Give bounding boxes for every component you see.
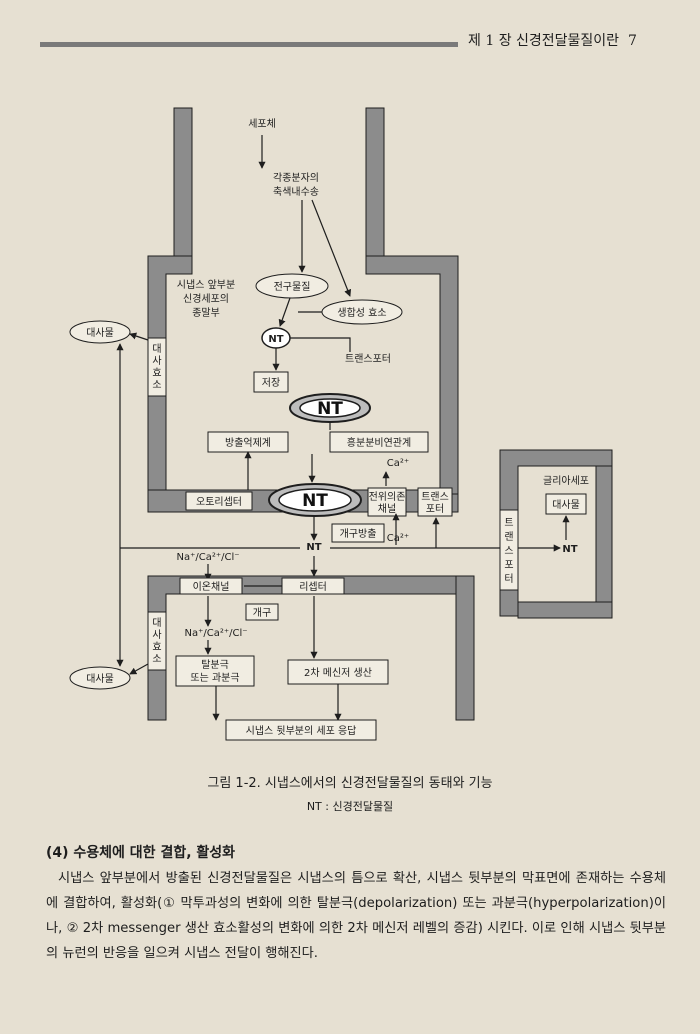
release-inhibition-label: 방출억제계 <box>225 437 271 449</box>
cell-body-label: 세포체 <box>248 118 276 130</box>
transporter-short-label-2: 포터 <box>426 503 444 515</box>
glia-transporter-3: 스 <box>504 545 513 557</box>
nt-cleft-label: NT <box>306 542 321 553</box>
glia-cell-membrane <box>499 449 613 619</box>
nt-synthesized-label: NT <box>268 334 283 345</box>
figure-legend: NT : 신경전달물질 <box>306 800 394 813</box>
metabolic-enzyme-bottom-2: 사 <box>152 629 161 641</box>
ca-label-bottom: Ca²⁺ <box>387 533 409 544</box>
glia-metabolite-label: 대사물 <box>552 499 580 511</box>
polarization-label-2: 또는 과분극 <box>190 672 239 684</box>
metabolic-enzyme-top-2: 사 <box>152 355 161 367</box>
metabolite-label-bottom: 대사물 <box>86 673 114 685</box>
figure-caption: 그림 1-2. 시냅스에서의 신경전달물질의 동태와 기능 <box>207 776 493 791</box>
voltage-channel-label-1: 전위의존 <box>369 490 406 503</box>
metabolic-enzyme-bottom-1: 대 <box>152 617 161 629</box>
chapter-title: 제 1 장 신경전달물질이란 <box>468 33 620 49</box>
metabolic-enzyme-top-3: 효 <box>152 367 161 379</box>
transporter-label: 트랜스포터 <box>345 353 391 365</box>
autoreceptor-label: 오토리셉터 <box>196 496 242 508</box>
presynaptic-terminal-label-3: 종말부 <box>192 307 220 319</box>
glia-transporter-1: 트 <box>504 518 513 529</box>
metabolic-enzyme-bottom-4: 소 <box>152 653 161 665</box>
transporter-short-label-1: 트랜스 <box>421 491 449 503</box>
opening-label: 개구 <box>253 607 271 619</box>
glia-label: 글리아세포 <box>543 475 589 487</box>
postsynaptic-membrane <box>147 575 475 721</box>
metabolic-enzyme-bottom-3: 효 <box>152 641 161 653</box>
metabolic-enzyme-top-1: 대 <box>152 343 161 355</box>
second-messenger-label: 2차 메신저 생산 <box>304 667 372 679</box>
nt-release-label: NT <box>302 491 328 511</box>
running-header: 제 1 장 신경전달물질이란 7 <box>468 30 637 50</box>
glia-transporter-2: 랜 <box>504 531 513 543</box>
presynaptic-membrane <box>147 107 459 513</box>
glia-nt-label: NT <box>562 544 577 555</box>
voltage-channel-label-2: 채널 <box>378 503 396 515</box>
page-number: 7 <box>627 33 637 49</box>
ion-channel-label: 이온채널 <box>193 581 230 593</box>
storage-label: 저장 <box>262 377 280 389</box>
postsynaptic-response-label: 시냅스 뒷부분의 세포 응답 <box>246 724 357 737</box>
presynaptic-terminal-label-2: 신경세포의 <box>183 292 229 305</box>
nt-vesicle-label: NT <box>317 399 343 419</box>
receptor-label: 리셉터 <box>299 581 327 593</box>
glia-transporter-4: 포 <box>504 560 513 571</box>
presynaptic-terminal-label-1: 시냅스 앞부분 <box>177 279 235 291</box>
section-title: (4) 수용체에 대한 결합, 활성화 <box>46 845 236 861</box>
body-paragraph: 시냅스 앞부분에서 방출된 신경전달물질은 시냅스의 틈으로 확산, 시냅스 뒷… <box>46 871 666 961</box>
ions-label-top: Na⁺/Ca²⁺/Cl⁻ <box>176 552 239 563</box>
glia-transporter-5: 터 <box>504 573 513 585</box>
axonal-transport-label-1: 각종분자의 <box>273 172 319 184</box>
exocytosis-label: 개구방출 <box>340 528 377 540</box>
synapse-diagram: 오토리셉터 전위의존 채널 트랜스 포터 NT NT 세포체 각종분자의 축색내… <box>69 107 613 741</box>
header-rule <box>40 42 458 47</box>
axonal-transport-label-2: 축색내수송 <box>273 186 319 198</box>
ca-label-top: Ca²⁺ <box>387 458 409 469</box>
synthase-label: 생합성 효소 <box>337 307 386 319</box>
metabolic-enzyme-top-4: 소 <box>152 379 161 391</box>
precursor-label: 전구물질 <box>274 281 311 293</box>
metabolite-label-top: 대사물 <box>86 327 114 339</box>
ions-label-bottom: Na⁺/Ca²⁺/Cl⁻ <box>184 628 247 639</box>
polarization-label-1: 탈분극 <box>201 658 229 671</box>
excitation-secretion-label: 흥분분비연관계 <box>347 436 411 449</box>
